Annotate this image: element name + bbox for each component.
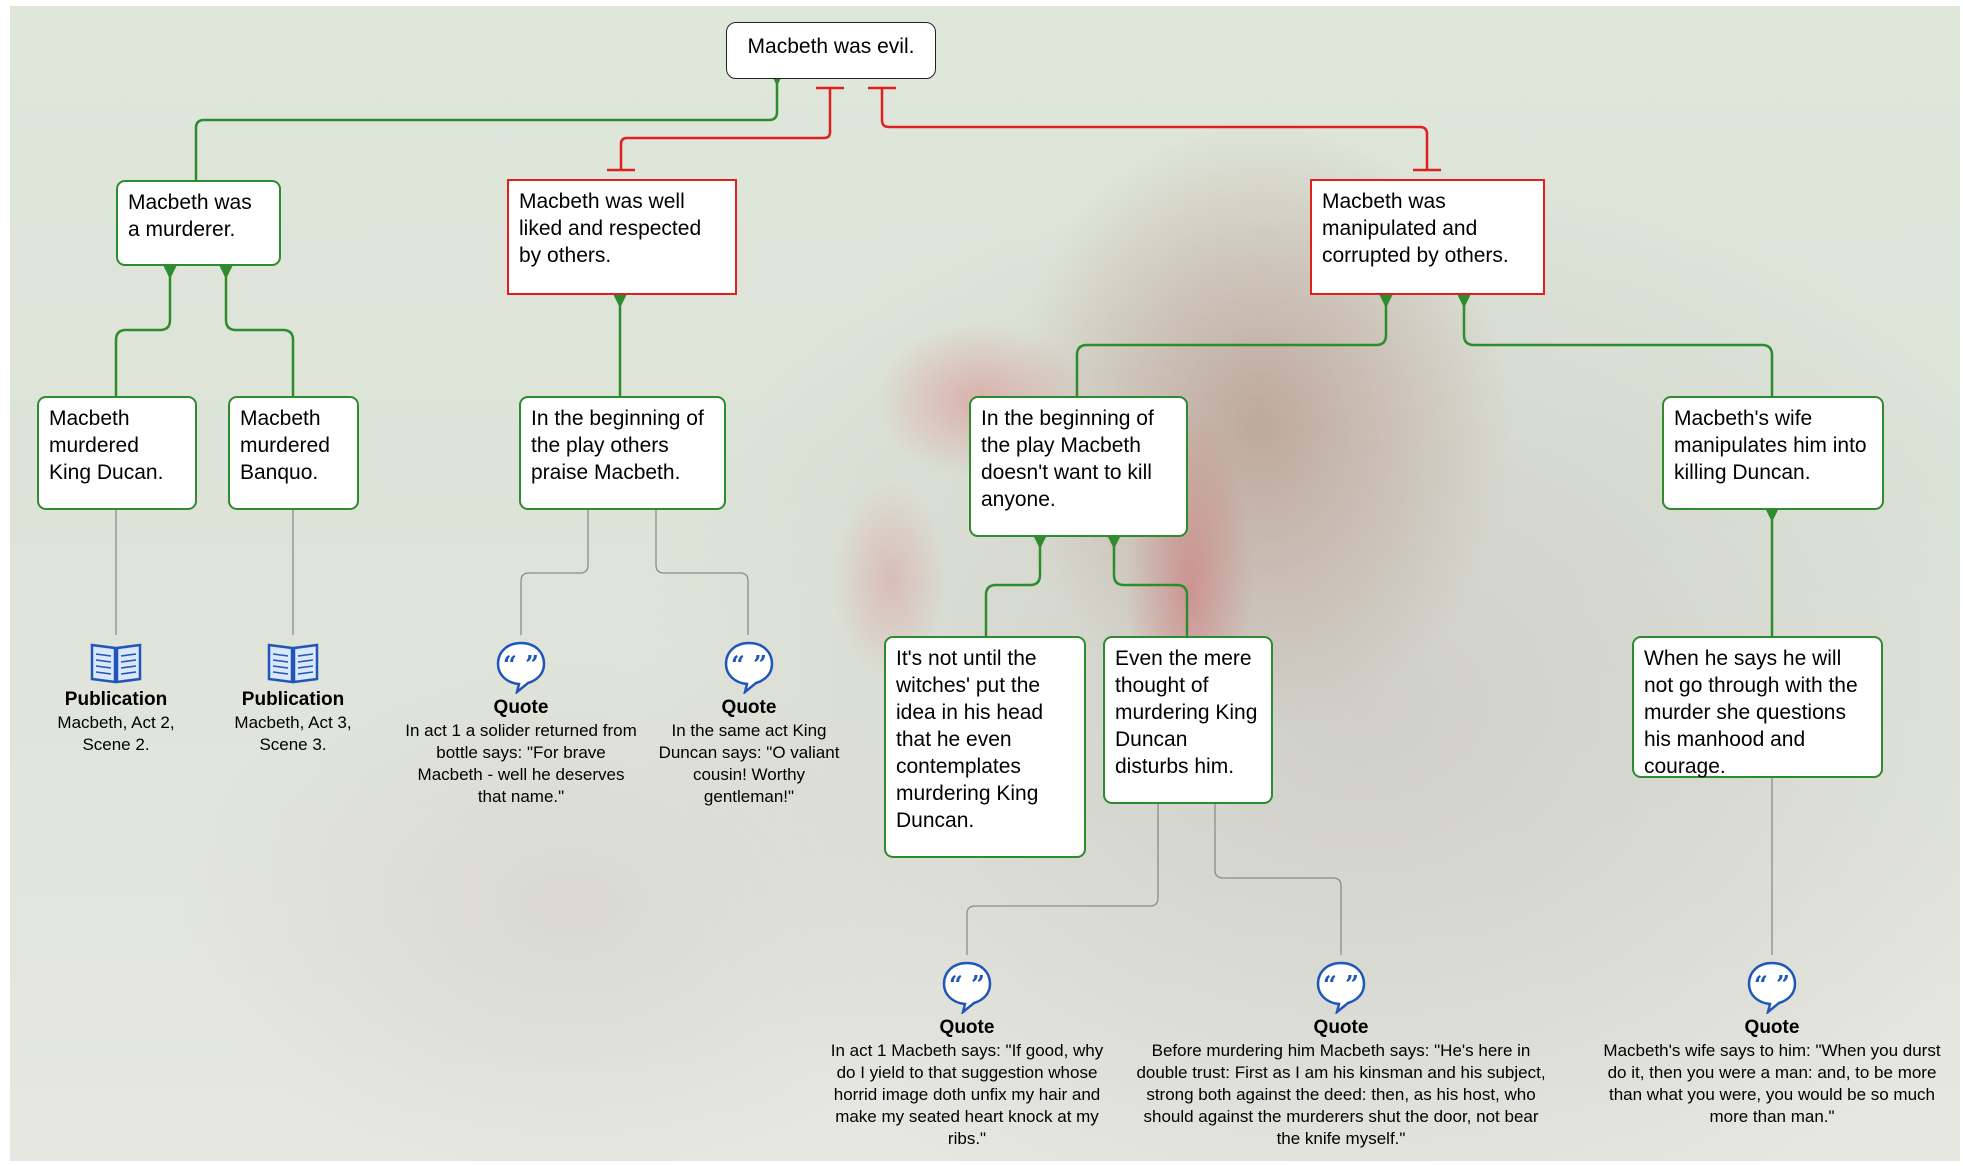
resource-type-label: Quote bbox=[1744, 1017, 1800, 1038]
reason-text: Macbeth was a murderer. bbox=[128, 191, 252, 241]
objection-node[interactable]: Macbeth was manipulated and corrupted by… bbox=[1310, 179, 1545, 295]
resource-quote-text: In the same act King Duncan says: "O val… bbox=[658, 721, 840, 806]
svg-text:“ ”: “ ” bbox=[1754, 970, 1790, 999]
resource-connector bbox=[520, 508, 589, 635]
support-connector bbox=[1112, 535, 1189, 638]
resource-publication[interactable]: Publication Macbeth, Act 3, Scene 3. bbox=[213, 640, 373, 756]
svg-text:“ ”: “ ” bbox=[503, 650, 539, 679]
reason-node[interactable]: Macbeth was a murderer. bbox=[116, 180, 281, 266]
support-arrowhead bbox=[1033, 535, 1047, 549]
resource-citation: Macbeth, Act 3, Scene 3. bbox=[234, 713, 352, 754]
svg-text:“ ”: “ ” bbox=[731, 650, 767, 679]
resource-type-label: Quote bbox=[939, 1017, 995, 1038]
evidence-text: Macbeth murdered Banquo. bbox=[240, 407, 330, 484]
resource-type-label: Quote bbox=[721, 697, 777, 718]
resource-type-label: Quote bbox=[1313, 1017, 1369, 1038]
book-icon bbox=[267, 643, 319, 684]
support-arrowhead bbox=[219, 265, 233, 279]
resource-quote[interactable]: “ ” Quote In act 1 a solider returned fr… bbox=[405, 640, 637, 808]
evidence-text: When he says he will not go through with… bbox=[1644, 647, 1858, 778]
support-arrowhead bbox=[163, 265, 177, 279]
oppose-connector bbox=[619, 88, 832, 170]
support-arrowhead bbox=[1107, 535, 1121, 549]
evidence-node[interactable]: Macbeth's wife manipulates him into kill… bbox=[1662, 396, 1884, 510]
quote-icon: “ ” bbox=[724, 641, 774, 694]
resource-quote-text: Before murdering him Macbeth says: "He's… bbox=[1136, 1041, 1546, 1148]
evidence-text: Macbeth's wife manipulates him into kill… bbox=[1674, 407, 1867, 484]
evidence-node[interactable]: Even the mere thought of murdering King … bbox=[1103, 636, 1273, 804]
support-connector bbox=[194, 72, 779, 183]
objection-text: Macbeth was well liked and respected by … bbox=[519, 190, 702, 267]
resource-connector bbox=[966, 802, 1159, 955]
support-connector bbox=[1462, 294, 1774, 398]
svg-text:“ ”: “ ” bbox=[949, 970, 985, 999]
support-connector bbox=[224, 265, 295, 398]
objection-text: Macbeth was manipulated and corrupted by… bbox=[1322, 190, 1509, 267]
evidence-node[interactable]: When he says he will not go through with… bbox=[1632, 636, 1883, 778]
evidence-text: Even the mere thought of murdering King … bbox=[1115, 647, 1258, 778]
evidence-text: Macbeth murdered King Ducan. bbox=[49, 407, 164, 484]
support-arrowhead bbox=[1457, 294, 1471, 308]
resource-quote-text: Macbeth's wife says to him: "When you du… bbox=[1603, 1041, 1941, 1126]
evidence-node[interactable]: In the beginning of the play others prai… bbox=[519, 396, 726, 510]
resource-quote[interactable]: “ ” Quote Before murdering him Macbeth s… bbox=[1132, 960, 1550, 1150]
resource-quote[interactable]: “ ” Quote Macbeth's wife says to him: "W… bbox=[1601, 960, 1943, 1128]
main-contention[interactable]: Macbeth was evil. bbox=[726, 22, 936, 79]
support-arrowhead bbox=[613, 294, 627, 308]
quote-icon: “ ” bbox=[1747, 961, 1797, 1014]
resource-type-label: Publication bbox=[241, 689, 345, 710]
evidence-node[interactable]: Macbeth murdered King Ducan. bbox=[37, 396, 197, 510]
evidence-node[interactable]: It's not until the witches' put the idea… bbox=[884, 636, 1086, 858]
evidence-text: It's not until the witches' put the idea… bbox=[896, 647, 1044, 832]
evidence-node[interactable]: Macbeth murdered Banquo. bbox=[228, 396, 359, 510]
evidence-text: In the beginning of the play Macbeth doe… bbox=[981, 407, 1154, 511]
support-arrowhead bbox=[1379, 294, 1393, 308]
resource-type-label: Publication bbox=[64, 689, 168, 710]
resource-type-label: Quote bbox=[493, 697, 549, 718]
resource-quote-text: In act 1 Macbeth says: "If good, why do … bbox=[830, 1041, 1104, 1148]
svg-text:“ ”: “ ” bbox=[1323, 970, 1359, 999]
quote-icon: “ ” bbox=[496, 641, 546, 694]
evidence-text: In the beginning of the play others prai… bbox=[531, 407, 704, 484]
quote-icon: “ ” bbox=[1316, 961, 1366, 1014]
objection-node[interactable]: Macbeth was well liked and respected by … bbox=[507, 179, 737, 295]
support-connector bbox=[1075, 294, 1388, 398]
evidence-node[interactable]: In the beginning of the play Macbeth doe… bbox=[969, 396, 1188, 537]
resource-quote-text: In act 1 a solider returned from bottle … bbox=[405, 721, 637, 806]
resource-connector bbox=[655, 508, 749, 635]
support-connector bbox=[984, 535, 1042, 638]
quote-icon: “ ” bbox=[942, 961, 992, 1014]
oppose-connector bbox=[880, 88, 1429, 170]
support-arrowhead bbox=[1765, 508, 1779, 522]
resource-quote[interactable]: “ ” Quote In act 1 Macbeth says: "If goo… bbox=[827, 960, 1107, 1150]
support-connector bbox=[114, 265, 172, 398]
resource-publication[interactable]: Publication Macbeth, Act 2, Scene 2. bbox=[36, 640, 196, 756]
resource-connector bbox=[1214, 802, 1342, 955]
resource-citation: Macbeth, Act 2, Scene 2. bbox=[57, 713, 175, 754]
resource-quote[interactable]: “ ” Quote In the same act King Duncan sa… bbox=[658, 640, 840, 808]
book-icon bbox=[90, 643, 142, 684]
main-contention-text: Macbeth was evil. bbox=[747, 35, 915, 58]
